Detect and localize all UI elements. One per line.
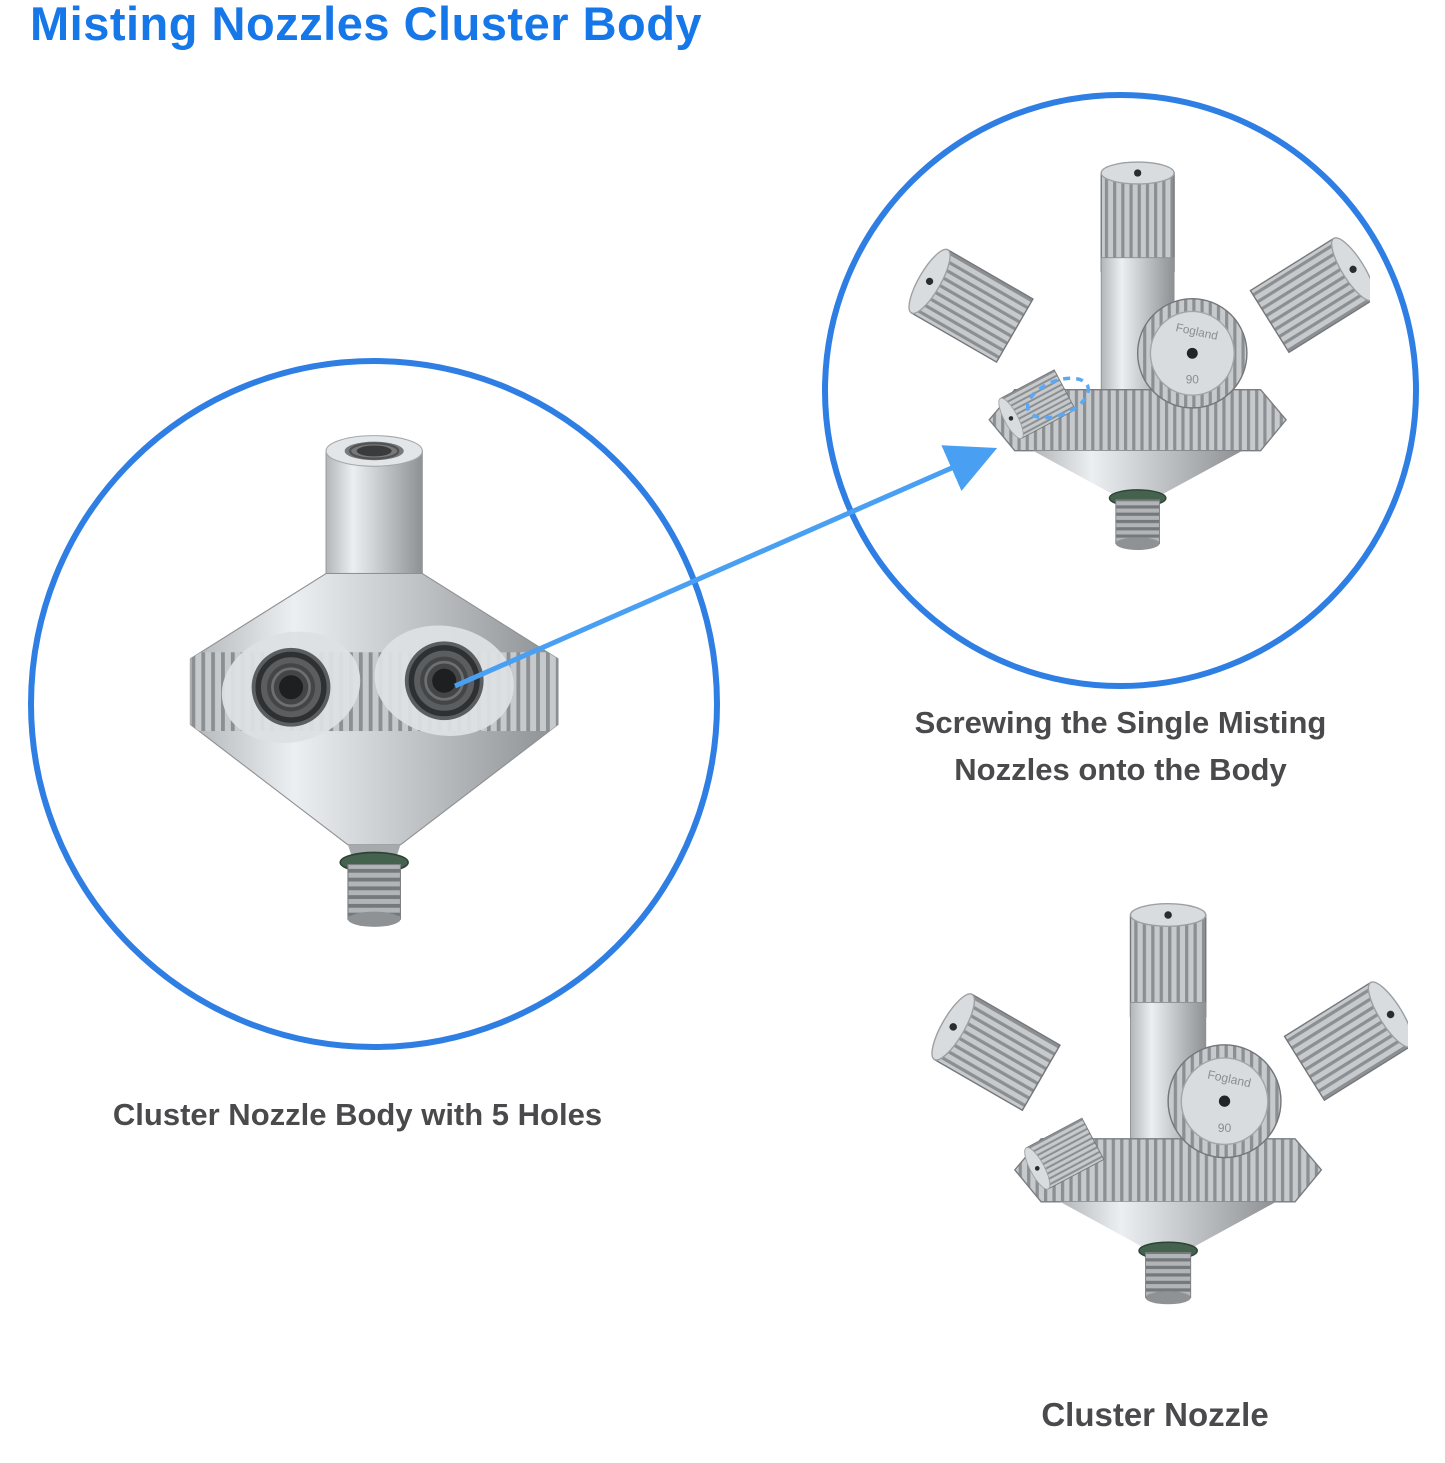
highlight-circle-body xyxy=(28,358,720,1050)
threaded-hole-right xyxy=(404,641,484,721)
highlight-circle-assembly xyxy=(822,92,1419,689)
caption-assembly: Screwing the Single Misting Nozzles onto… xyxy=(914,705,1327,787)
caption-cluster: Cluster Nozzle xyxy=(1041,1396,1269,1433)
threaded-hole-left xyxy=(251,647,331,727)
cluster-nozzle-photo xyxy=(900,852,1408,1388)
caption-body: Cluster Nozzle Body with 5 Holes xyxy=(112,1097,603,1132)
assembled-nozzle-photo xyxy=(878,112,1370,631)
page-title: Misting Nozzles Cluster Body xyxy=(30,0,703,50)
cluster-body-photo xyxy=(189,435,559,927)
